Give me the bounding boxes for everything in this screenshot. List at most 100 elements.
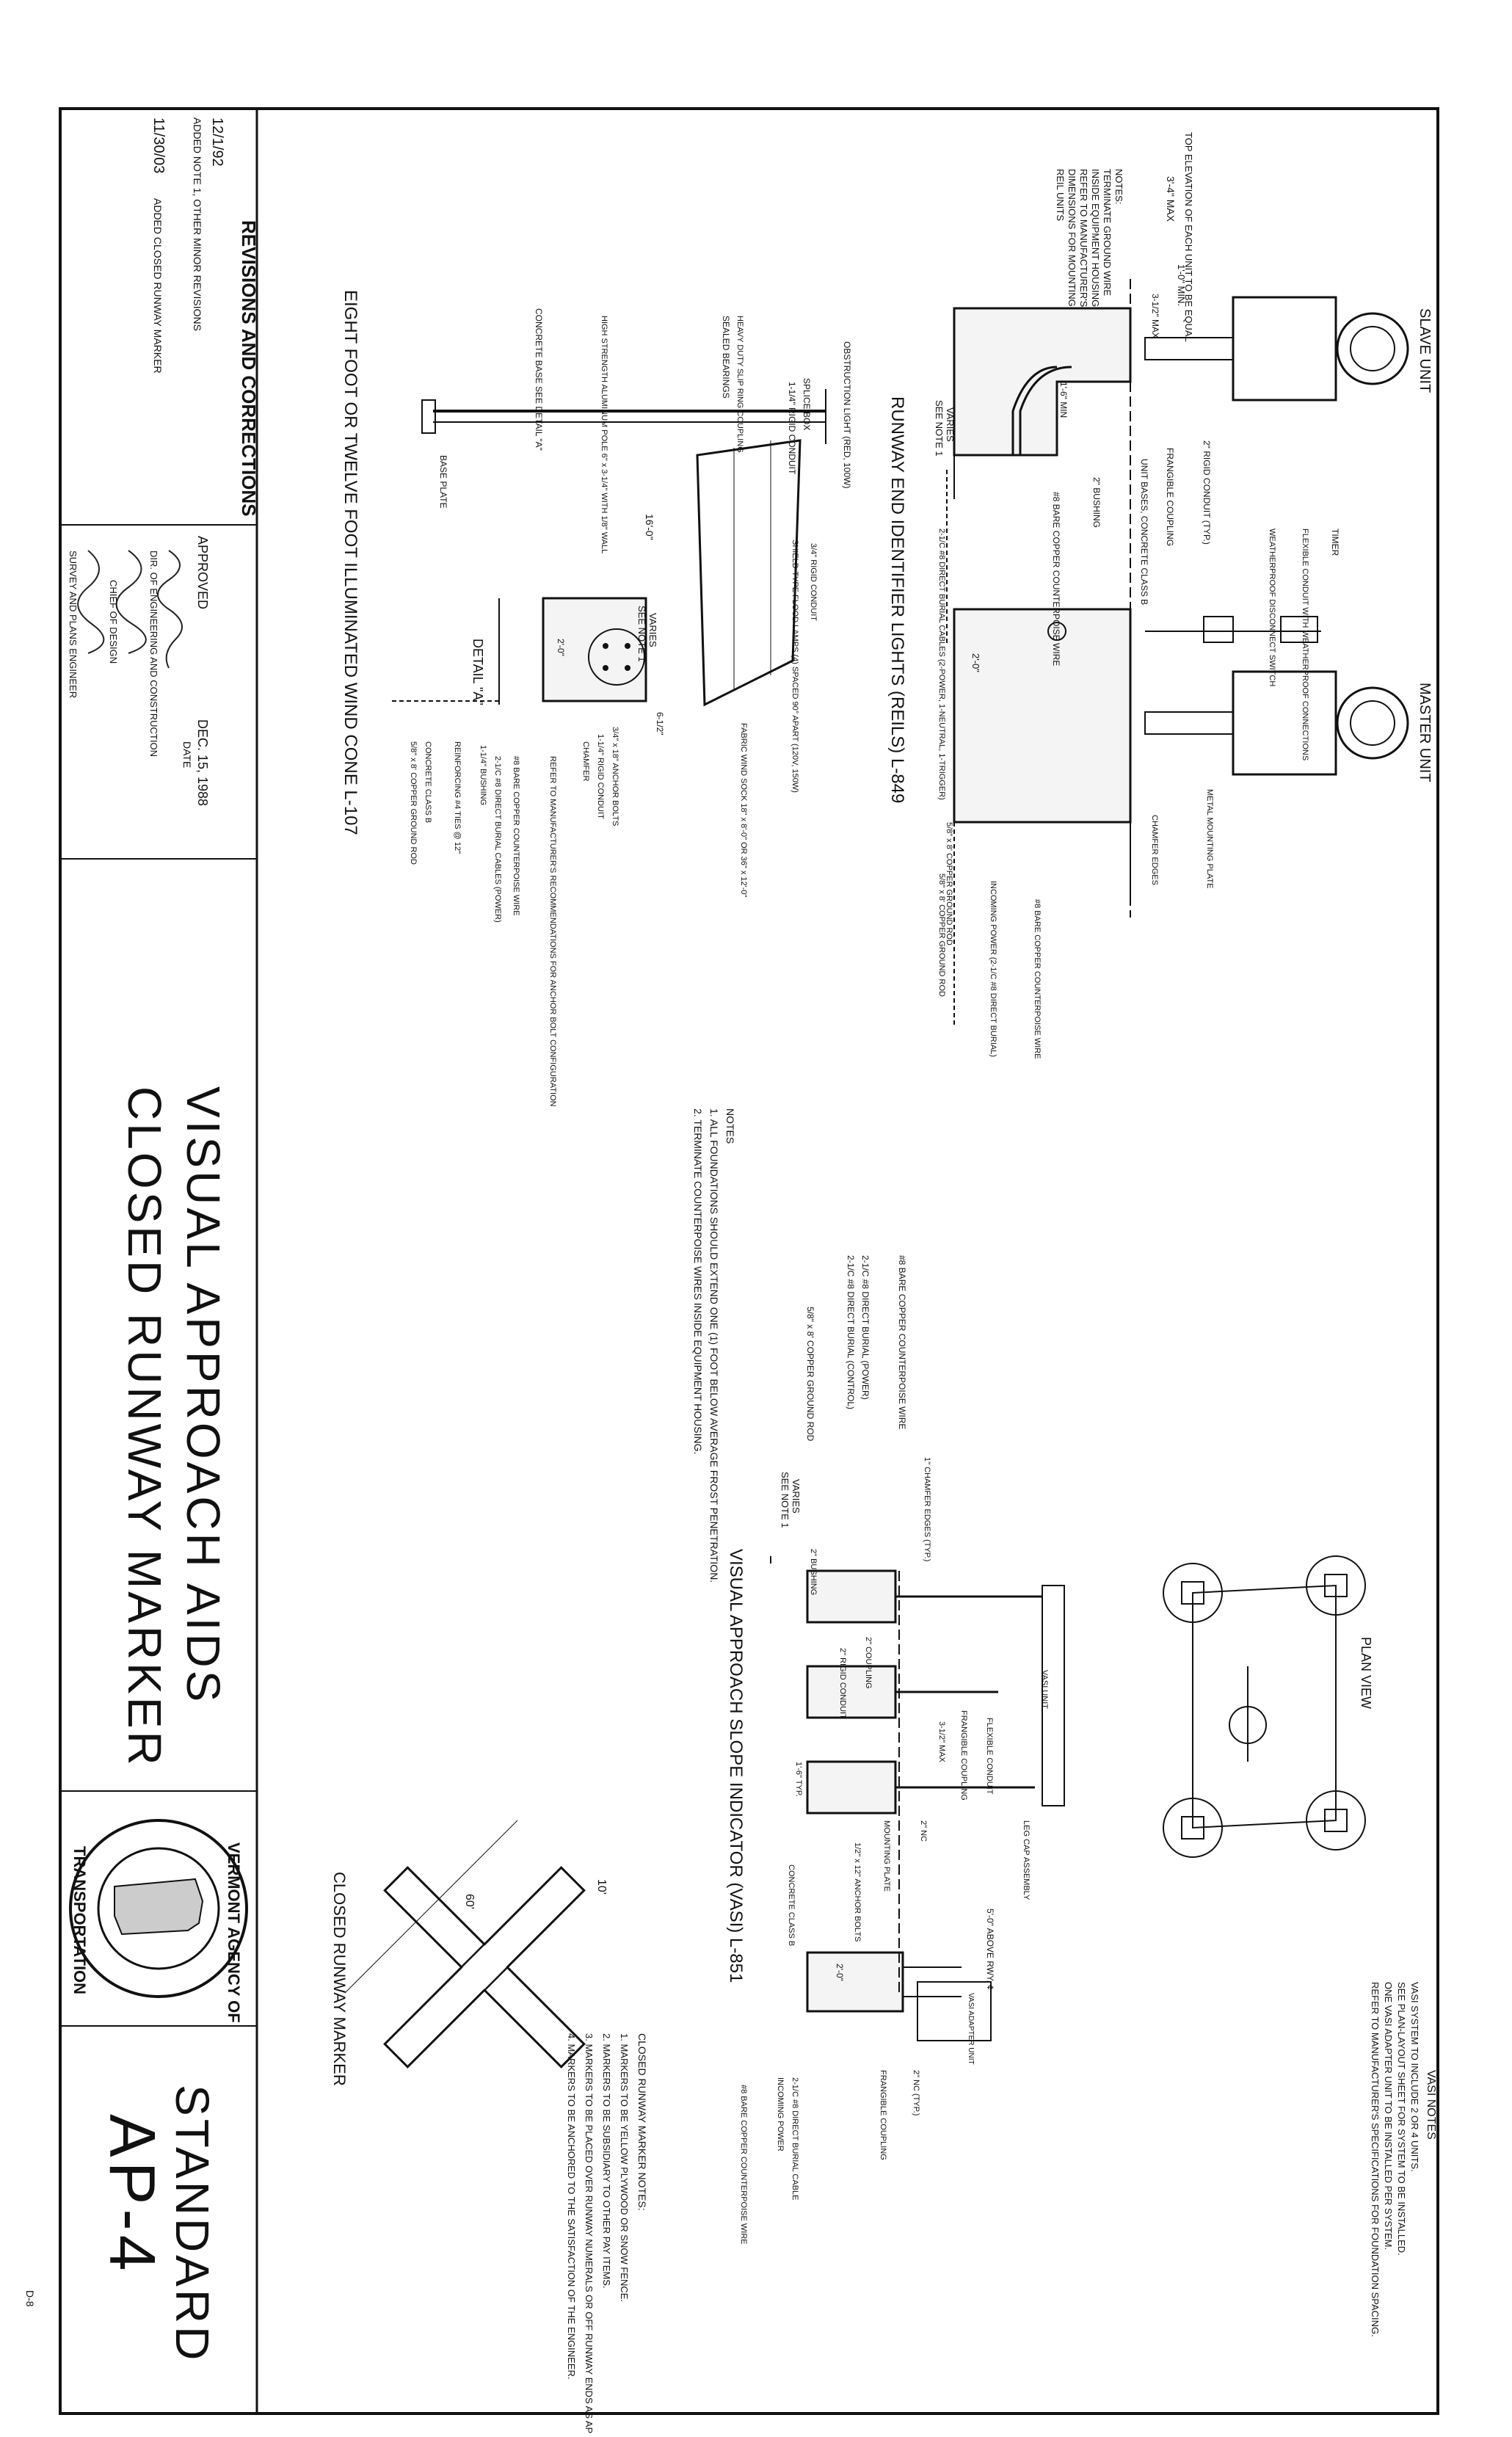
- slave-pipe: [1144, 337, 1234, 360]
- timer-box: [1280, 616, 1318, 643]
- general-note-2: 2. TERMINATE COUNTERPOISE WIRES INSIDE E…: [692, 1108, 704, 1454]
- logo-text-bottom: TRANSPORTATION: [70, 1846, 89, 1994]
- reil-callout-11: CHAMFER EDGES: [1150, 815, 1159, 885]
- title-line-2: CLOSED RUNWAY MARKER: [118, 1086, 171, 1768]
- vasi-callout-17: 2" NC: [919, 1820, 928, 1842]
- vtrans-logo: VERMONT AGENCY OF TRANSPORTATION: [69, 1819, 248, 2023]
- plan-view-label: PLAN VIEW: [1359, 1637, 1373, 1709]
- revision-date-1: 12/1/92: [209, 117, 225, 167]
- vasi-callout-22: VASI ADAPTER UNIT: [967, 1993, 975, 2065]
- wc-callout-3: 1-1/4" RIGID CONDUIT: [787, 382, 797, 475]
- approved-label: APPROVED: [195, 536, 210, 609]
- closed-marker-notes: CLOSED RUNWAY MARKER NOTES: 1. MARKERS T…: [566, 2033, 648, 2437]
- reil-dim-1-6: 1'-6" MIN: [1058, 382, 1069, 418]
- master-lamp-lens: [1336, 686, 1409, 760]
- reil-dim-see-note: SEE NOTE 1: [934, 400, 945, 457]
- reil-note-5: REIL UNITS: [1055, 169, 1066, 221]
- title-line-1: VISUAL APPROACH AIDS: [177, 1086, 230, 1704]
- vasi-callout-26: 2-1/C #8 DIRECT BURIAL CABLE: [790, 2077, 799, 2201]
- windcone-title: EIGHT FOOT OR TWELVE FOOT ILLUMINATED WI…: [341, 290, 360, 835]
- reil-dim-min: 1'-0" MIN.: [1176, 264, 1187, 306]
- vasi-callouts: #8 BARE COPPER COUNTERPOISE WIRE 2-1/C #…: [739, 1255, 1049, 2245]
- closed-marker-section: CLOSED RUNWAY MARKER 60' 10' CLOSED RUNW…: [330, 1820, 648, 2437]
- detail-callout-12: 5/8" x 8' COPPER GROUND ROD: [409, 741, 418, 865]
- wc-callout-5: 3/4" RIGID CONDUIT: [809, 543, 818, 621]
- signature-3: [77, 550, 105, 654]
- wc-callout-9: HIGH STRENGTH ALUMINUM POLE 6" x 3-1/4" …: [600, 316, 608, 553]
- reil-dim-2-0: 2'-0": [970, 653, 981, 672]
- vasi-callout-15: 3-1/2" MAX: [937, 1721, 946, 1763]
- x-marker-shape: [383, 1866, 586, 2069]
- vasi-callout-5: VARIES: [790, 1479, 802, 1514]
- vasi-note-3: ONE VASI ADAPTER UNIT TO BE INSTALLED PE…: [1383, 1982, 1394, 2250]
- revision-text-1: ADDED NOTE 1, OTHER MINOR REVISIONS: [192, 117, 203, 331]
- vasi-elevation: [770, 1556, 1065, 2041]
- disconnect-switch: [1203, 616, 1234, 643]
- vasi-callout-11: VASI UNIT: [1040, 1670, 1049, 1709]
- reil-callout-15: 5/8" x 8' COPPER GROUND ROD: [937, 874, 946, 997]
- detail-callout-1: VARIES: [647, 613, 658, 647]
- reil-callout-2: FRANGIBLE COUPLING: [1165, 448, 1175, 546]
- detail-callout-14: 6-1/2": [655, 712, 665, 736]
- logo-text-top: VERMONT AGENCY OF: [225, 1842, 243, 2023]
- closed-note-4: 4. MARKERS TO BE ANCHORED TO THE SATISFA…: [566, 2033, 577, 2379]
- closed-notes-heading: CLOSED RUNWAY MARKER NOTES:: [636, 2033, 648, 2211]
- approval-date-label: DATE: [181, 741, 193, 768]
- approval-date: DEC. 15, 1988: [195, 719, 210, 806]
- detail-callout-5: CHAMFER: [581, 741, 590, 781]
- closed-note-1: 1. MARKERS TO BE YELLOW PLYWOOD OR SNOW …: [619, 2033, 630, 2302]
- reil-dim-varies: VARIES: [945, 407, 956, 442]
- anchor-bolt-plan: [588, 628, 645, 686]
- master-lamp-housing: [1232, 670, 1337, 776]
- vasi-section: VISUAL APPROACH SLOPE INDICATOR (VASI) L…: [692, 1108, 1437, 2337]
- revisions-block: REVISIONS AND CORRECTIONS 12/1/92 ADDED …: [150, 117, 260, 517]
- detail-callout-13: 2'-0": [556, 639, 566, 656]
- master-foundation: [953, 608, 1132, 824]
- general-notes: NOTES 1. ALL FOUNDATIONS SHOULD EXTEND O…: [692, 1108, 736, 1583]
- revisions-heading: REVISIONS AND CORRECTIONS: [238, 220, 260, 517]
- detail-callout-10: REINFORCING #4 TIES @ 12": [453, 741, 462, 854]
- reil-dim-top: TOP ELEVATION OF EACH UNIT TO BE EQUAL: [1183, 132, 1194, 342]
- vasi-title: VISUAL APPROACH SLOPE INDICATOR (VASI) L…: [726, 1549, 746, 1983]
- vasi-callout-14: LEG CAP ASSEMBLY: [1022, 1820, 1031, 1900]
- detail-callout-4: 1-1/4" RIGID CONDUIT: [596, 734, 605, 819]
- standard-label: STANDARD: [166, 2085, 219, 2363]
- master-unit-label: MASTER UNIT: [1417, 683, 1433, 782]
- drawing-title: VISUAL APPROACH AIDS CLOSED RUNWAY MARKE…: [118, 1086, 230, 1768]
- wind-sock: [696, 439, 802, 707]
- vasi-callout-16: 1'-6" TYP.: [794, 1762, 803, 1797]
- revision-text-2: ADDED CLOSED RUNWAY MARKER: [152, 198, 164, 374]
- vasi-callout-28: 2'-0": [835, 1964, 845, 1981]
- detail-callout-8: 2-1/C #8 DIRECT BURIAL CABLES (POWER): [493, 756, 502, 923]
- vasi-callout-18: MOUNTING PLATE: [882, 1820, 891, 1892]
- wc-callout-8: HEAVY DUTY SLIP RING COUPLING: [735, 316, 744, 453]
- vasi-callout-13: FRANGIBLE COUPLING: [959, 1710, 968, 1801]
- detail-callout-9: 1-1/4" BUSHING: [479, 745, 487, 805]
- vasi-callout-6: SEE NOTE 1: [779, 1472, 790, 1528]
- wc-callout-10: CONCRETE BASE SEE DETAIL "A": [534, 308, 544, 451]
- vasi-callout-27: #8 BARE COPPER COUNTERPOISE WIRE: [739, 2085, 748, 2245]
- marker-dim-short: 10': [595, 1879, 608, 1895]
- vasi-note-2: SEE PLAN-LAYOUT SHEET FOR SYSTEM TO BE I…: [1396, 1982, 1407, 2256]
- reil-note-4: DIMENSIONS FOR MOUNTING: [1066, 169, 1077, 307]
- slave-lamp-housing: [1232, 296, 1337, 402]
- wc-dim-16ft: 16'-0": [644, 514, 655, 540]
- approver-title-3: SURVEY AND PLANS ENGINEER: [68, 551, 79, 698]
- reil-callout-4: 2" BUSHING: [1091, 477, 1102, 528]
- reil-callout-1: 2" RIGID CONDUIT (TYP.): [1202, 440, 1212, 545]
- approval-block: APPROVED DEC. 15, 1988 DATE DIR. OF ENGI…: [68, 536, 210, 806]
- detail-callout-6: REFER TO MANUFACTURER'S RECOMMENDATIONS …: [548, 756, 557, 1107]
- closed-note-3: 3. MARKERS TO BE PLACED OVER RUNWAY NUME…: [584, 2033, 595, 2433]
- reil-section: RUNWAY END IDENTIFIER LIGHTS (REILS) L-8…: [887, 132, 1433, 1059]
- vasi-callout-21: 5'-0" ABOVE RWY. ¢: [985, 1908, 995, 1990]
- sheet-id: D-8: [24, 2290, 36, 2307]
- closed-marker-title: CLOSED RUNWAY MARKER: [330, 1872, 349, 2086]
- outer-border: [59, 107, 1439, 2415]
- reil-note-2: INSIDE EQUIPMENT HOUSING: [1090, 169, 1101, 307]
- marker-dim-long: 60': [463, 1894, 476, 1909]
- standard-block: STANDARD AP-4: [96, 2085, 219, 2363]
- wc-callout-1: OBSTRUCTION LIGHT (RED, 100W): [842, 341, 852, 488]
- reil-dim-max: 3'-4" MAX: [1165, 176, 1177, 222]
